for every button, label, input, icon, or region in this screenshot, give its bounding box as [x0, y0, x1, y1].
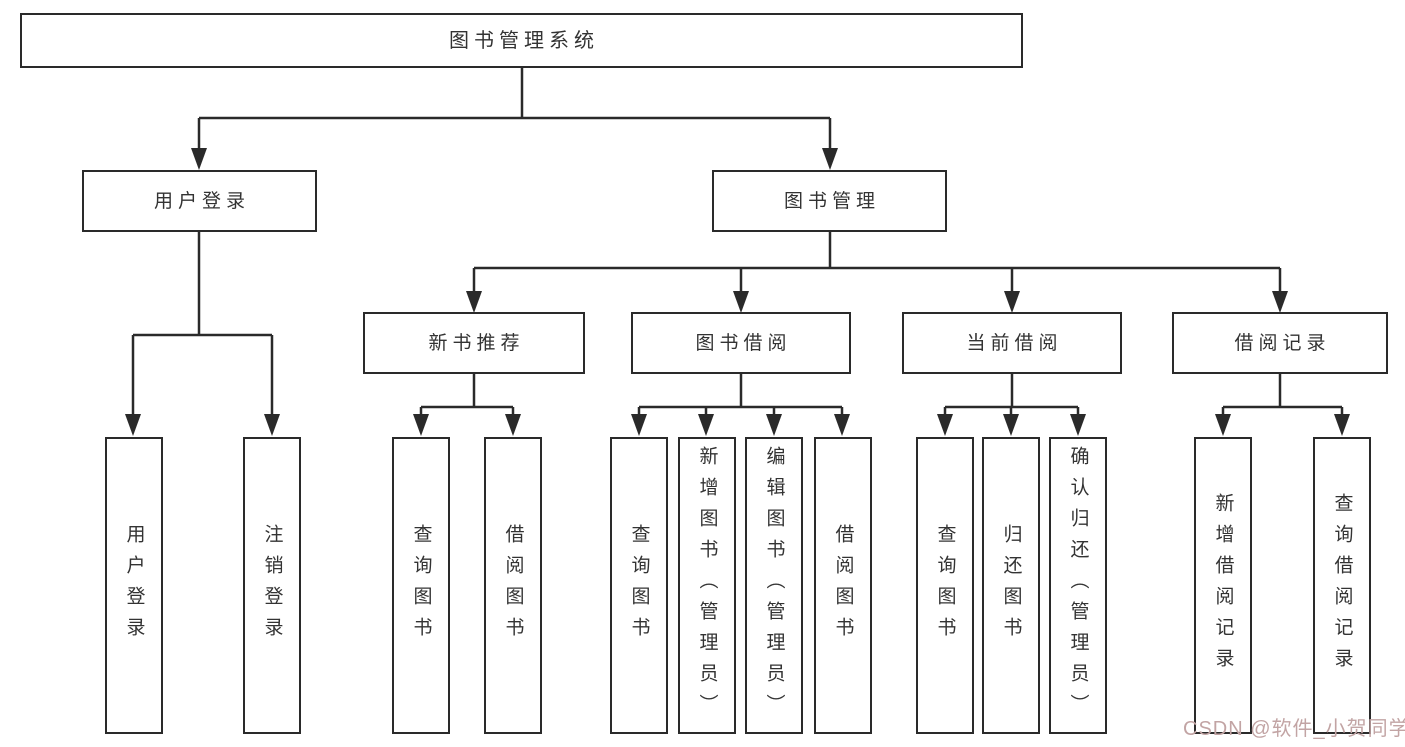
- connector-path: [131, 68, 1344, 418]
- csdn-watermark: CSDN @软件_小贺同学: [1183, 718, 1405, 740]
- leaf-logout-label: 注销登录: [261, 523, 283, 648]
- leaf-query-book-3: 查询图书: [916, 437, 974, 734]
- node-borrow-records-label: 借阅记录: [1234, 332, 1331, 354]
- node-new-book-recommend: 新书推荐: [363, 312, 585, 374]
- node-root: 图书管理系统: [20, 13, 1023, 68]
- leaf-add-book-admin-label: 新增图书（管理员）: [696, 446, 718, 725]
- leaf-add-borrow-record-label: 新增借阅记录: [1212, 492, 1234, 679]
- leaf-edit-book-admin-label: 编辑图书（管理员）: [763, 446, 785, 725]
- leaf-query-book-2-label: 查询图书: [628, 523, 650, 648]
- leaf-query-book-2: 查询图书: [610, 437, 668, 734]
- leaf-edit-book-admin: 编辑图书（管理员）: [745, 437, 803, 734]
- leaf-add-borrow-record: 新增借阅记录: [1194, 437, 1252, 734]
- leaf-query-borrow-record: 查询借阅记录: [1313, 437, 1371, 734]
- leaf-return-book-label: 归还图书: [1000, 523, 1022, 648]
- node-book-borrow-label: 图书借阅: [695, 332, 792, 354]
- node-user-login-label: 用户登录: [153, 190, 250, 212]
- node-current-borrow-label: 当前借阅: [966, 332, 1063, 354]
- node-current-borrow: 当前借阅: [902, 312, 1122, 374]
- leaf-query-borrow-record-label: 查询借阅记录: [1331, 492, 1353, 679]
- leaf-borrow-book-2: 借阅图书: [814, 437, 872, 734]
- leaf-borrow-book-1-label: 借阅图书: [502, 523, 524, 648]
- node-book-management: 图书管理: [712, 170, 947, 232]
- node-root-label: 图书管理系统: [449, 29, 599, 52]
- leaf-add-book-admin: 新增图书（管理员）: [678, 437, 736, 734]
- leaf-query-book-1: 查询图书: [392, 437, 450, 734]
- node-book-management-label: 图书管理: [783, 190, 880, 212]
- leaf-confirm-return-admin: 确认归还（管理员）: [1049, 437, 1107, 734]
- node-user-login: 用户登录: [82, 170, 317, 232]
- node-new-book-recommend-label: 新书推荐: [428, 332, 525, 354]
- leaf-user-login-label: 用户登录: [123, 523, 145, 648]
- leaf-user-login: 用户登录: [105, 437, 163, 734]
- node-book-borrow: 图书借阅: [631, 312, 851, 374]
- leaf-logout: 注销登录: [243, 437, 301, 734]
- leaf-borrow-book-1: 借阅图书: [484, 437, 542, 734]
- leaf-query-book-1-label: 查询图书: [410, 523, 432, 648]
- leaf-return-book: 归还图书: [982, 437, 1040, 734]
- leaf-confirm-return-admin-label: 确认归还（管理员）: [1067, 446, 1089, 725]
- leaf-query-book-3-label: 查询图书: [934, 523, 956, 648]
- node-borrow-records: 借阅记录: [1172, 312, 1388, 374]
- arrowheads: [125, 148, 1350, 436]
- leaf-borrow-book-2-label: 借阅图书: [832, 523, 854, 648]
